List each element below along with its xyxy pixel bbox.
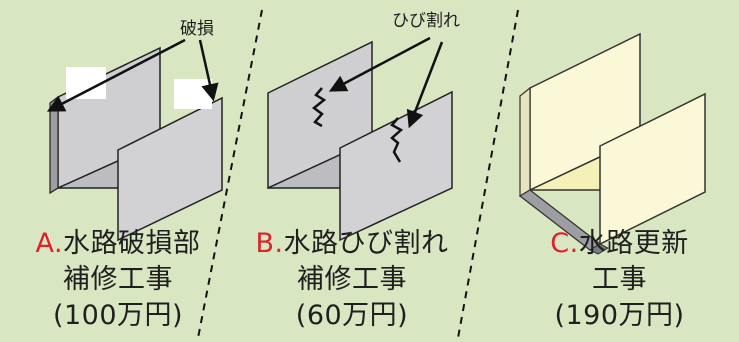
callout-crack: ひび割れ [392,11,460,31]
option-a-caption: A.水路破損部 補修工事 (100万円) [0,226,236,334]
option-b-subtitle: 補修工事 [297,264,407,295]
option-c-caption: C.水路更新 工事 (190万円) [500,226,739,334]
divider-left [197,9,263,339]
crack-left [311,87,327,128]
damage-arrow-right [198,39,219,102]
option-a-cost: (100万円) [52,300,184,331]
option-b-cost: (60万円) [295,300,409,331]
option-a-subtitle: 補修工事 [63,264,173,295]
option-b-letter: B. [255,228,284,259]
damage-arrow-left [46,38,186,112]
option-c-cost: (190万円) [554,300,685,331]
option-c-letter: C. [550,228,579,259]
crack-right [390,117,404,163]
option-c-subtitle: 工事 [592,264,647,295]
option-a-letter: A. [35,228,64,259]
callout-damage: 破損 [180,19,214,39]
option-b-title: B.水路ひび割れ [255,228,449,259]
option-a-title: A.水路破損部 [35,228,201,259]
channel-b-illustration [267,36,453,242]
crack-arrow-left [328,36,431,92]
option-b-caption: B.水路ひび割れ 補修工事 (60万円) [232,226,472,334]
damage-patch-right [174,79,212,109]
crack-arrow-right [406,41,444,129]
option-c-title: C.水路更新 [550,228,689,259]
damage-patch-left [66,67,106,99]
divider-right [457,9,519,339]
channel-a-illustration [46,38,223,242]
channel-c-illustration [518,32,706,255]
